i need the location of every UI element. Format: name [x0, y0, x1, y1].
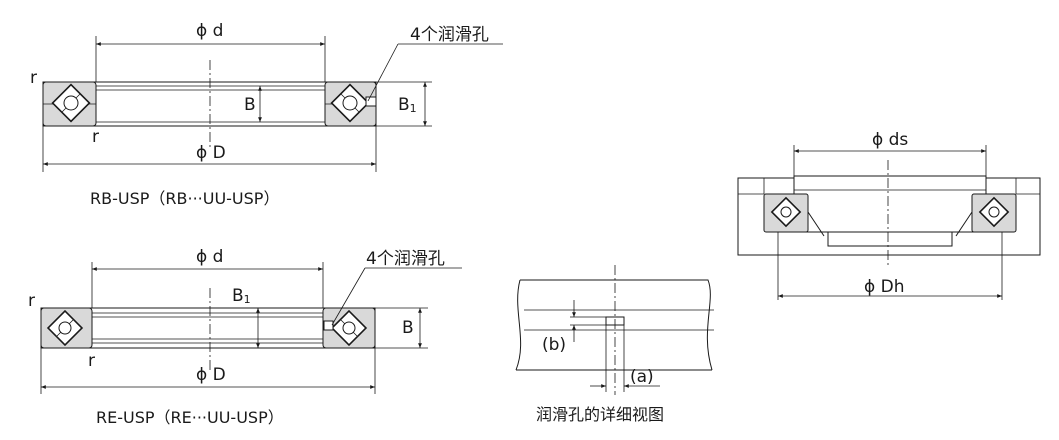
rb-usp-caption: RB-USP（RB···UU-USP） — [90, 189, 279, 208]
mount-dim-ds-label: ϕ ds — [872, 130, 908, 150]
re-usp-caption: RE-USP（RE···UU-USP） — [96, 408, 284, 427]
re-r-top-label: r — [28, 291, 35, 311]
detail-caption: 润滑孔的详细视图 — [536, 405, 664, 424]
rb-dim-d-label: ϕ d — [196, 21, 223, 41]
detail-a-label: (a) — [630, 367, 654, 387]
lube-hole-detail-view: (b) (a) 润滑孔的详细视图 — [515, 265, 714, 424]
rb-dim-B1-label: B1 — [398, 95, 417, 115]
re-usp-view: ϕ d B1 B 4个润滑孔 r r — [28, 247, 462, 427]
re-dim-D-label: ϕ D — [196, 365, 226, 385]
re-dim-B1-label: B1 — [232, 286, 251, 306]
detail-b-label: (b) — [542, 335, 566, 355]
re-lube-holes-label: 4个润滑孔 — [366, 249, 445, 269]
re-r-bottom-label: r — [88, 351, 95, 371]
rb-dim-B-label: B — [244, 95, 256, 115]
mounting-view: ϕ ds ϕ Dh — [737, 130, 1041, 300]
rb-lube-holes-label: 4个润滑孔 — [410, 25, 489, 45]
rb-usp-view: ϕ d B B1 4个润滑孔 r r — [30, 21, 503, 208]
mount-dim-Dh-label: ϕ Dh — [864, 277, 904, 297]
re-dim-d-label: ϕ d — [196, 247, 223, 267]
rb-r-bottom-label: r — [92, 127, 99, 147]
rb-dim-D-label: ϕ D — [196, 143, 226, 163]
rb-r-top-label: r — [30, 68, 37, 88]
re-dim-B-label: B — [402, 318, 414, 338]
